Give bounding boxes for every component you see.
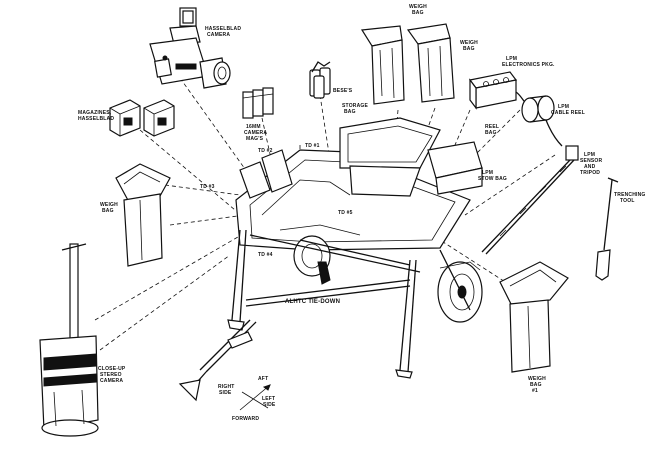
- label-aft: AFT: [258, 376, 268, 382]
- weigh-bag-top-left-drawing: [360, 25, 405, 105]
- closeup-camera-drawing: [39, 243, 99, 437]
- label-alhtc-tiedown: ALHTC TIE-DOWN: [285, 299, 340, 305]
- lpm-sensor-drawing: [481, 145, 579, 255]
- label-td5: TD #5: [338, 210, 353, 216]
- label-magazines: MAGAZINES,HASSELBLAD: [78, 110, 114, 122]
- label-td2: TD #2: [258, 148, 273, 154]
- orientation-compass: [239, 384, 271, 411]
- weigh-bag-1-drawing: [499, 261, 569, 373]
- weigh-bag-top-right-drawing: [406, 23, 455, 103]
- label-td3: TD #3: [200, 184, 215, 190]
- label-beses: BESE'S: [333, 88, 353, 94]
- magazines-drawing: [109, 99, 175, 137]
- label-td4: TD #4: [258, 252, 273, 258]
- label-td1: TD #1: [305, 143, 320, 149]
- leader-lines: [94, 77, 556, 351]
- camera-mags-drawing: [242, 87, 274, 119]
- label-forward: FORWARD: [232, 416, 259, 422]
- trenching-tool-drawing: [595, 177, 619, 281]
- beses-drawing: [309, 61, 331, 99]
- hasselblad-camera-drawing: [149, 7, 231, 89]
- lpm-electronics-drawing: [468, 71, 531, 110]
- vehicle-drawing: [178, 117, 483, 402]
- weigh-bag-left-drawing: [115, 163, 171, 267]
- lpm-cable-reel-drawing: [521, 95, 563, 147]
